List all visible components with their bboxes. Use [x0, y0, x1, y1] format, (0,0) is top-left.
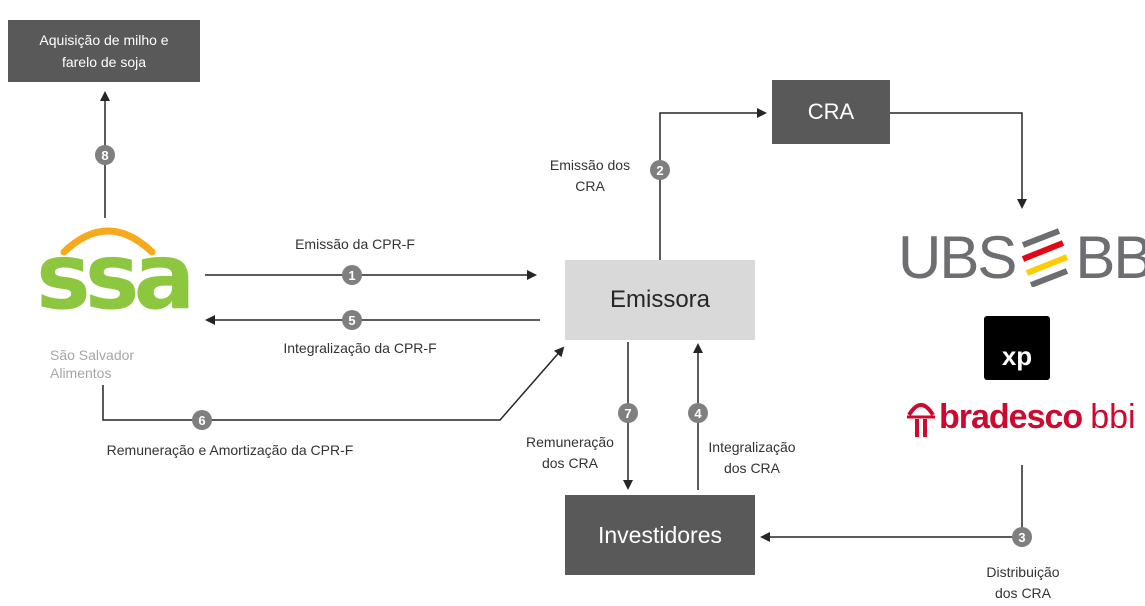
box-aquisicao: Aquisição de milho e farelo de soja [8, 20, 200, 82]
ubs-bb-logo: UBS BB [898, 222, 1145, 292]
step-badge-2: 2 [650, 160, 670, 180]
step-badge-5: 5 [342, 310, 362, 330]
box-investidores: Investidores [565, 495, 755, 575]
arrow-2 [659, 108, 767, 260]
label-remuneracao-amortizacao: Remuneração e Amortização da CPR-F [106, 442, 354, 458]
bb-logo-text: BB [1075, 223, 1145, 291]
ubs-logo-text: UBS [898, 223, 1017, 291]
label-integralizacao-cra: Integralização dos CRA [708, 439, 796, 476]
step-badge-3: 3 [1012, 527, 1032, 547]
step-badge-8: 8 [95, 145, 115, 165]
bradesco-bbi-logo: bradesco bbi [905, 395, 1136, 439]
box-emissora-label: Emissora [609, 286, 711, 313]
ssa-logo-arc [60, 227, 156, 256]
bbi-logo-text: bbi [1090, 397, 1136, 436]
label-integralizacao-cpr: Integralização da CPR-F [283, 340, 437, 356]
box-cra-label: CRA [807, 99, 855, 124]
step-badge-4: 4 [688, 403, 708, 423]
arrow-6 [102, 346, 565, 421]
step-badge-7: 7 [618, 403, 638, 423]
xp-logo: xp [984, 316, 1050, 380]
box-aquisicao-label: Aquisição de milho e farelo de soja [39, 32, 169, 70]
label-emissao-cpr: Emissão da CPR-F [295, 236, 415, 252]
box-cra: CRA [772, 80, 890, 144]
ssa-logo-caption: São Salvador Alimentos [50, 347, 135, 381]
ssa-logo-text: ssa [36, 223, 196, 330]
bradesco-logo-text: bradesco [939, 397, 1083, 436]
step-badge-6: 6 [192, 410, 212, 430]
ubs-bb-stripes-icon [1022, 228, 1069, 287]
arrow-cra-banks [890, 112, 1027, 209]
step-badge-1: 1 [342, 265, 362, 285]
bradesco-tree-icon [907, 403, 935, 437]
xp-logo-text: xp [1001, 340, 1033, 371]
label-remuneracao-cra: Remuneração dos CRA [526, 434, 614, 471]
label-distribuicao-cra: Distribuição dos CRA [986, 564, 1060, 601]
box-emissora: Emissora [565, 260, 755, 340]
box-investidores-label: Investidores [597, 521, 722, 548]
label-emissao-cra: Emissão dos CRA [549, 157, 631, 194]
